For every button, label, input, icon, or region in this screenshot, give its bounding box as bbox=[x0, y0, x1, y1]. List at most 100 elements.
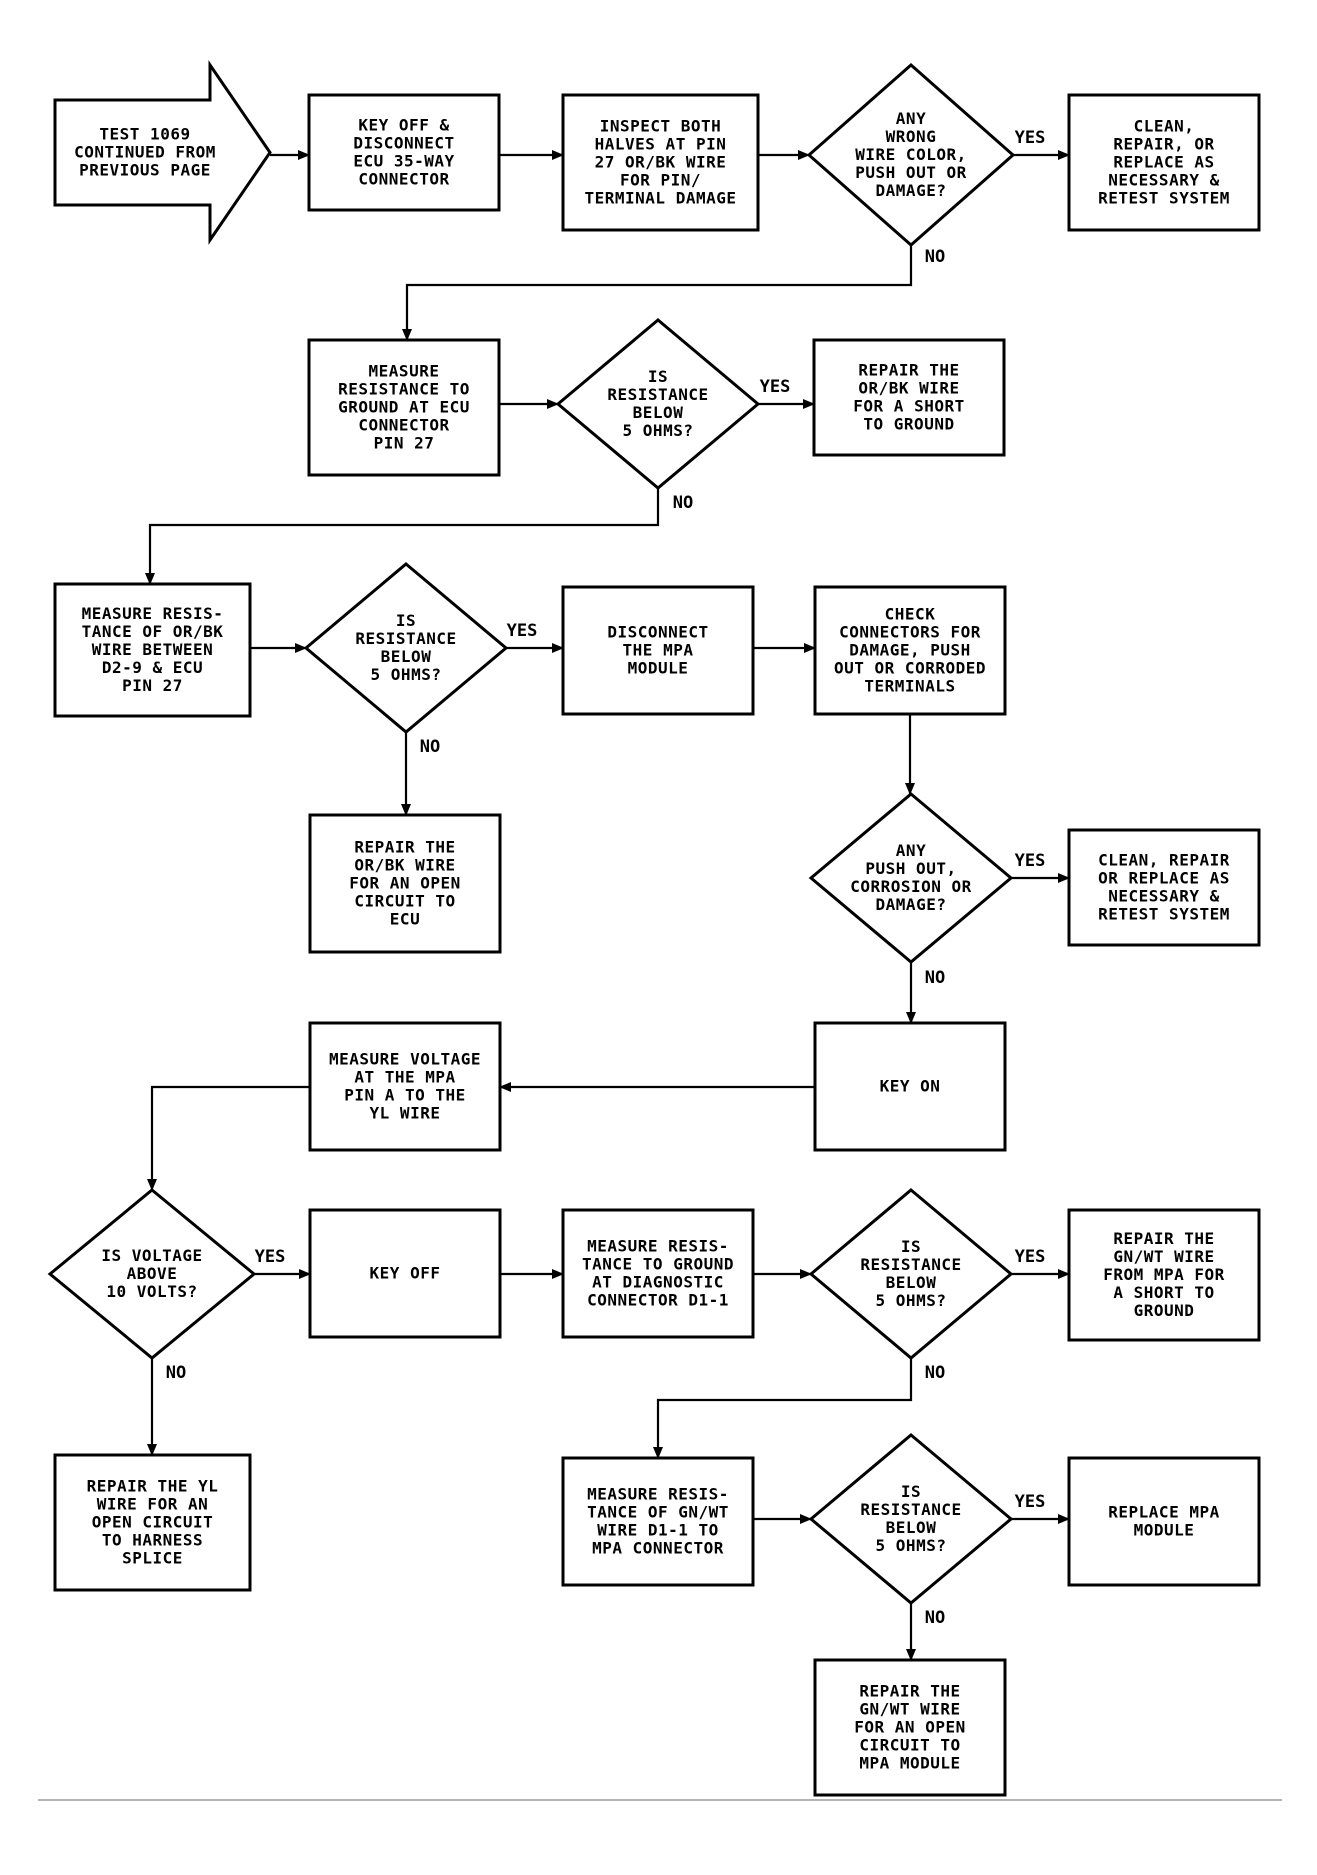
measure-diag-line: TANCE TO GROUND bbox=[582, 1255, 734, 1274]
yes-label: YES bbox=[1015, 1247, 1046, 1267]
no-label: NO bbox=[673, 493, 693, 513]
key-on-box bbox=[813, 1021, 1007, 1152]
clean-repair-2-line: OR REPLACE AS bbox=[1098, 869, 1230, 888]
repair-gnwt-short-line: GN/WT WIRE bbox=[1113, 1247, 1214, 1266]
q-res-below-4-line: IS bbox=[901, 1482, 921, 1501]
start-line: TEST 1069 bbox=[99, 125, 190, 144]
measure-ground-ecu-box bbox=[307, 338, 501, 477]
q-res-below-1-decision bbox=[555, 318, 761, 490]
q-wrong-wire-line: DAMAGE? bbox=[876, 181, 947, 200]
measure-gnwt-line: TANCE OF GN/WT bbox=[587, 1503, 729, 1522]
repair-gnwt-open-line: GN/WT WIRE bbox=[859, 1700, 960, 1719]
measure-diag-line: MEASURE RESIS- bbox=[587, 1237, 729, 1256]
disconnect-mpa-line: THE MPA bbox=[623, 641, 694, 660]
inspect-halves-box bbox=[561, 93, 760, 232]
repair-yl-open-line: SPLICE bbox=[122, 1549, 183, 1568]
q-push-out-line: ANY bbox=[896, 841, 926, 860]
q-res-below-1-line: 5 OHMS? bbox=[623, 421, 694, 440]
measure-ground-ecu-line: GROUND AT ECU bbox=[338, 398, 470, 417]
inspect-halves-line: FOR PIN/ bbox=[620, 171, 701, 190]
q-voltage-decision bbox=[47, 1188, 257, 1360]
start-line: PREVIOUS PAGE bbox=[79, 161, 211, 180]
inspect-halves-line: HALVES AT PIN bbox=[595, 135, 727, 154]
repair-gnwt-short-line: GROUND bbox=[1134, 1301, 1195, 1320]
no-label: NO bbox=[420, 737, 440, 757]
measure-voltage-line: PIN A TO THE bbox=[344, 1086, 466, 1105]
repair-yl-open-line: TO HARNESS bbox=[102, 1531, 203, 1550]
repair-orbk-short-line: REPAIR THE bbox=[858, 361, 959, 380]
q-res-below-3-line: BELOW bbox=[886, 1273, 937, 1292]
repair-orbk-open-line: ECU bbox=[390, 910, 420, 929]
repair-gnwt-open-line: REPAIR THE bbox=[859, 1682, 960, 1701]
q-res-below-2-decision bbox=[303, 562, 509, 734]
measure-voltage-line: AT THE MPA bbox=[354, 1068, 455, 1087]
repair-gnwt-short-line: FROM MPA FOR bbox=[1103, 1265, 1225, 1284]
connector-arrow bbox=[145, 488, 660, 585]
inspect-halves-line: INSPECT BOTH bbox=[600, 117, 722, 136]
check-connectors-line: OUT OR CORRODED bbox=[834, 659, 986, 678]
replace-mpa-box bbox=[1067, 1456, 1261, 1587]
measure-ground-ecu-line: RESISTANCE TO bbox=[338, 380, 470, 399]
clean-repair-2-line: CLEAN, REPAIR bbox=[1098, 851, 1230, 870]
check-connectors-box bbox=[813, 585, 1007, 716]
connector-arrow bbox=[147, 1085, 310, 1191]
keyoff-disconnect-box bbox=[307, 93, 501, 212]
yes-label: YES bbox=[1015, 1492, 1046, 1512]
clean-repair-1-line: NECESSARY & bbox=[1108, 171, 1219, 190]
repair-orbk-open-line: REPAIR THE bbox=[354, 838, 455, 857]
clean-repair-2-line: RETEST SYSTEM bbox=[1098, 905, 1230, 924]
disconnect-mpa-line: MODULE bbox=[628, 659, 689, 678]
repair-orbk-short-line: OR/BK WIRE bbox=[858, 379, 959, 398]
measure-orbk-line: WIRE BETWEEN bbox=[92, 640, 214, 659]
check-connectors-line: DAMAGE, PUSH bbox=[849, 641, 971, 660]
yes-label: YES bbox=[1015, 128, 1046, 148]
inspect-halves-line: TERMINAL DAMAGE bbox=[585, 189, 737, 208]
measure-voltage-box bbox=[308, 1021, 502, 1152]
measure-orbk-box bbox=[53, 582, 252, 718]
q-res-below-2-line: IS bbox=[396, 611, 416, 630]
check-connectors-line: TERMINALS bbox=[864, 677, 955, 696]
repair-gnwt-open-box bbox=[813, 1658, 1007, 1797]
measure-gnwt-box bbox=[561, 1456, 755, 1587]
yes-label: YES bbox=[255, 1247, 286, 1267]
start-arrow-shape bbox=[53, 60, 272, 245]
q-wrong-wire-decision bbox=[806, 62, 1016, 248]
measure-diag-line: AT DIAGNOSTIC bbox=[592, 1273, 724, 1292]
q-res-below-1-line: BELOW bbox=[633, 403, 684, 422]
check-connectors-line: CONNECTORS FOR bbox=[839, 623, 981, 642]
clean-repair-1-line: REPLACE AS bbox=[1113, 153, 1214, 172]
measure-ground-ecu-line: MEASURE bbox=[369, 362, 440, 381]
q-res-below-3-decision bbox=[808, 1188, 1014, 1360]
clean-repair-2-line: NECESSARY & bbox=[1108, 887, 1219, 906]
q-push-out-decision bbox=[808, 792, 1014, 964]
q-wrong-wire-line: WRONG bbox=[886, 127, 937, 146]
connector-arrow bbox=[402, 245, 913, 341]
measure-gnwt-line: MEASURE RESIS- bbox=[587, 1485, 729, 1504]
repair-orbk-open-box bbox=[308, 813, 502, 954]
repair-gnwt-open-line: CIRCUIT TO bbox=[859, 1736, 960, 1755]
repair-yl-open-line: OPEN CIRCUIT bbox=[92, 1513, 214, 1532]
inspect-halves-line: 27 OR/BK WIRE bbox=[595, 153, 727, 172]
repair-orbk-open-line: CIRCUIT TO bbox=[354, 892, 455, 911]
disconnect-mpa-box bbox=[561, 585, 755, 716]
clean-repair-2-box bbox=[1067, 828, 1261, 947]
q-res-below-3-line: 5 OHMS? bbox=[876, 1291, 947, 1310]
key-on-text: KEY ON bbox=[880, 1077, 941, 1096]
measure-gnwt-line: WIRE D1-1 TO bbox=[597, 1521, 719, 1540]
repair-gnwt-short-box bbox=[1067, 1208, 1261, 1342]
